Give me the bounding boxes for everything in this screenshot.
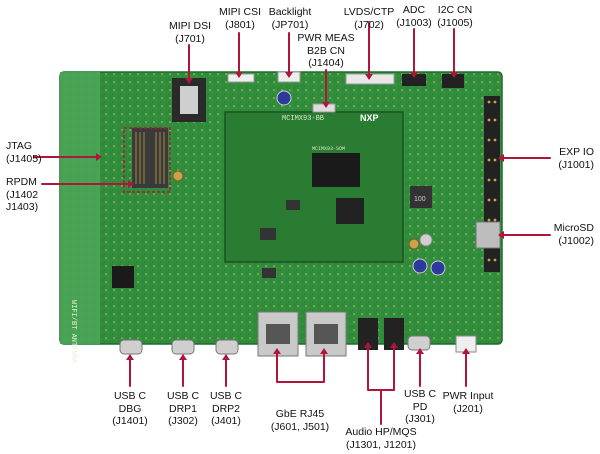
label-mipi-dsi: MIPI DSI (J701) bbox=[168, 20, 211, 45]
label-exp-io: EXP IO (J1001) bbox=[558, 146, 594, 171]
label-microsd: MicroSD (J1002) bbox=[553, 222, 594, 247]
label-lvds-ctp: LVDS/CTP (J702) bbox=[343, 6, 395, 31]
rpdm-connector bbox=[132, 128, 168, 188]
label-usbc-dbg: USB C DBG (J1401) bbox=[112, 390, 148, 427]
label-jtag: JTAG (J1405) bbox=[6, 140, 42, 165]
label-usbc-pd: USB C PD (J301) bbox=[403, 388, 437, 425]
label-adc: ADC (J1003) bbox=[396, 4, 432, 29]
label-usbc-drp1: USB C DRP1 (J302) bbox=[166, 390, 200, 427]
soc-chip bbox=[312, 153, 360, 187]
antenna-area bbox=[60, 72, 100, 344]
som-silkscreen: MCIMX93-SOM bbox=[312, 146, 345, 152]
label-audio: Audio HP/MQS (J1301, J1201) bbox=[345, 426, 417, 451]
label-pwr-input: PWR Input (J201) bbox=[442, 390, 494, 415]
inductor-marking: 100 bbox=[414, 196, 426, 203]
label-backlight: Backlight (JP701) bbox=[268, 6, 312, 31]
nxp-logo: NXP bbox=[360, 113, 379, 123]
label-gbe-rj45: GbE RJ45 (J601, J501) bbox=[270, 408, 330, 433]
board-silkscreen: MCIMX93-BB bbox=[282, 115, 324, 123]
antenna-label: WIFI/BT ANTENNA bbox=[69, 300, 77, 364]
label-i2c-cn: I2C CN (J1005) bbox=[437, 4, 473, 29]
label-mipi-csi: MIPI CSI (J801) bbox=[218, 6, 261, 31]
label-usbc-drp2: USB C DRP2 (J401) bbox=[209, 390, 243, 427]
label-pwr-meas: PWR MEAS B2B CN (J1404) bbox=[297, 32, 355, 69]
label-rpdm: RPDM (J1402 J1403) bbox=[6, 176, 39, 213]
